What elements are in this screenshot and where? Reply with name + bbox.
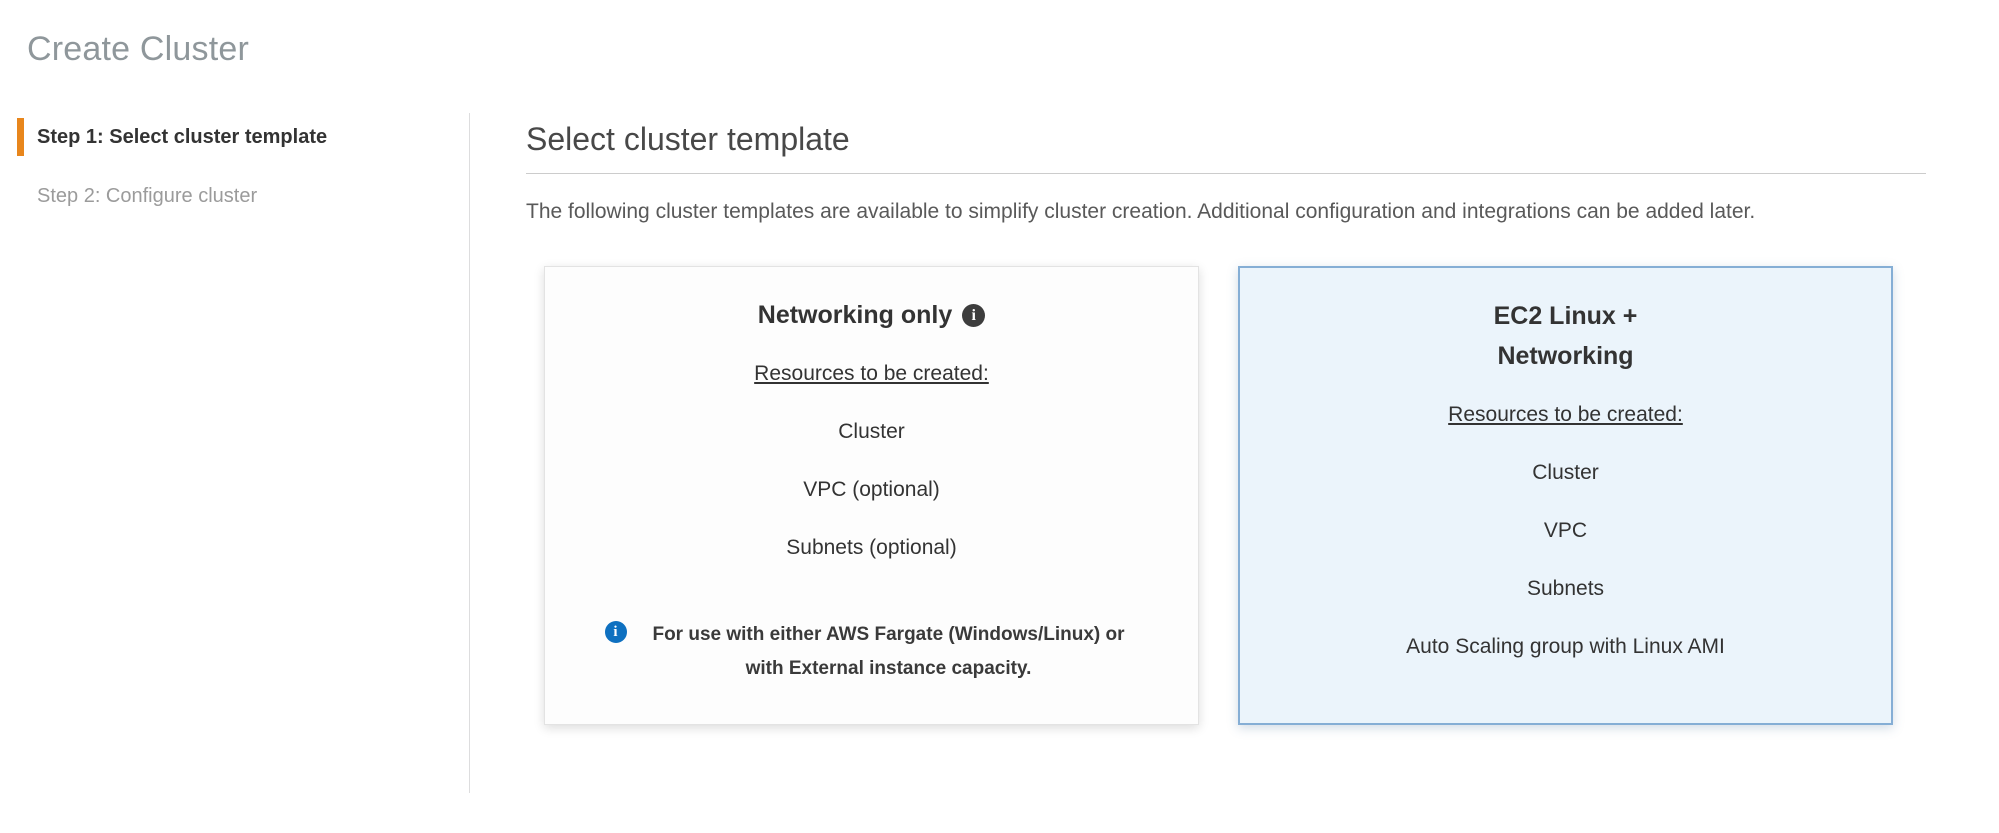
card-networking-only-title-row: Networking only i (545, 295, 1198, 335)
resource-item-vpc: VPC (optional) (803, 478, 940, 501)
resources-label: Resources to be created: (754, 362, 989, 385)
resource-item-cluster: Cluster (1532, 461, 1599, 484)
info-icon: i (604, 621, 627, 643)
step-1-select-cluster-template[interactable]: Step 1: Select cluster template (17, 118, 469, 156)
card-networking-only-note: i For use with either AWS Fargate (Windo… (599, 618, 1144, 686)
wizard-step-nav: Step 1: Select cluster template Step 2: … (0, 113, 470, 793)
card-ec2-linux-networking-title: EC2 Linux + Networking (1493, 302, 1638, 370)
cluster-template-cards: Networking only i Resources to be create… (544, 266, 1983, 725)
resource-item-auto-scaling-group: Auto Scaling group with Linux AMI (1406, 635, 1725, 658)
card-networking-only-title: Networking only (757, 301, 953, 329)
content-heading: Select cluster template (526, 121, 850, 157)
note-text: For use with either AWS Fargate (Windows… (652, 624, 1125, 679)
info-icon[interactable]: i (962, 303, 986, 327)
content-description: The following cluster templates are avai… (526, 200, 1756, 223)
resource-item-subnets: Subnets (optional) (786, 536, 957, 559)
page-title: Create Cluster (27, 30, 249, 68)
step-2-configure-cluster[interactable]: Step 2: Configure cluster (37, 181, 469, 211)
step-2-label: Step 2: Configure cluster (37, 185, 258, 207)
heading-divider (526, 173, 1926, 174)
resources-label: Resources to be created: (1448, 403, 1683, 426)
card-ec2-linux-networking[interactable]: EC2 Linux + Networking Resources to be c… (1238, 266, 1893, 725)
step-content: Select cluster template The following cl… (470, 113, 1999, 793)
resource-item-cluster: Cluster (838, 420, 905, 443)
create-cluster-page: Create Cluster Step 1: Select cluster te… (0, 30, 1999, 833)
step-1-label: Step 1: Select cluster template (37, 126, 328, 148)
card-networking-only[interactable]: Networking only i Resources to be create… (544, 266, 1199, 725)
resource-item-subnets: Subnets (1526, 577, 1605, 600)
resource-item-vpc: VPC (1543, 519, 1588, 542)
wizard-layout: Step 1: Select cluster template Step 2: … (0, 113, 1999, 793)
